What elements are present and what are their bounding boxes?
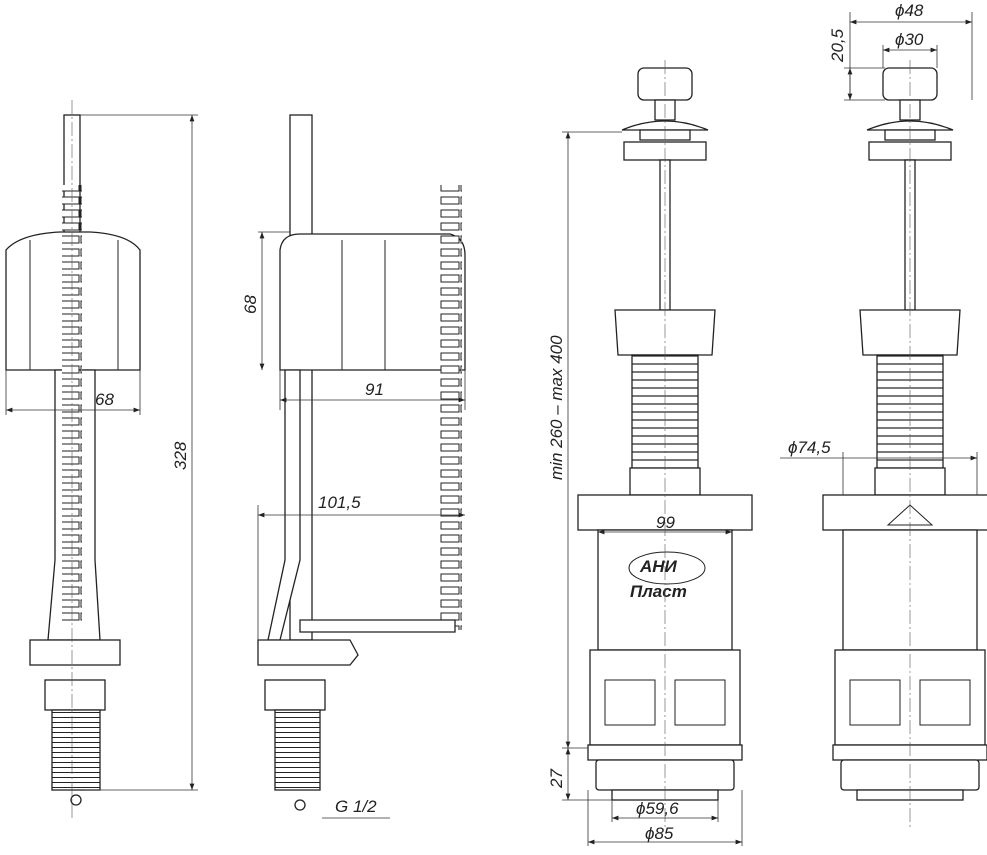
dim-button-diameter: ϕ30	[895, 30, 924, 49]
dim-float-width: 68	[95, 390, 114, 409]
dim-nut-diameter: ϕ85	[645, 824, 674, 843]
dim-float-height: 68	[241, 295, 260, 314]
dim-nut-height: 27	[547, 769, 566, 789]
dim-arm-reach: 101,5	[318, 493, 361, 512]
flush-valve-front-view: АНИ Пласт min 260 – max 400 27 99 ϕ59,6 …	[547, 60, 753, 846]
brand-logo: АНИ Пласт	[628, 551, 706, 601]
flush-valve-side-view: ϕ74,5 ϕ48 ϕ30 20,5	[780, 1, 987, 830]
dim-button-outer-diameter: ϕ48	[895, 1, 924, 20]
dim-body-diameter: ϕ74,5	[788, 438, 831, 457]
dim-body-width: 99	[656, 513, 675, 532]
dim-thread-diameter: ϕ59,6	[636, 799, 679, 818]
dim-total-height: 328	[171, 441, 190, 470]
thread-label: G 1/2	[335, 797, 377, 816]
dim-button-height: 20,5	[828, 28, 847, 63]
dim-float-width: 91	[365, 380, 384, 399]
svg-text:Пласт: Пласт	[630, 582, 687, 601]
dim-height-range: min 260 – max 400	[547, 335, 566, 480]
svg-text:АНИ: АНИ	[639, 557, 678, 576]
fill-valve-front-view: 68 328	[5, 100, 198, 820]
fill-valve-side-view: 68 91 101,5 G 1/2	[241, 114, 466, 819]
